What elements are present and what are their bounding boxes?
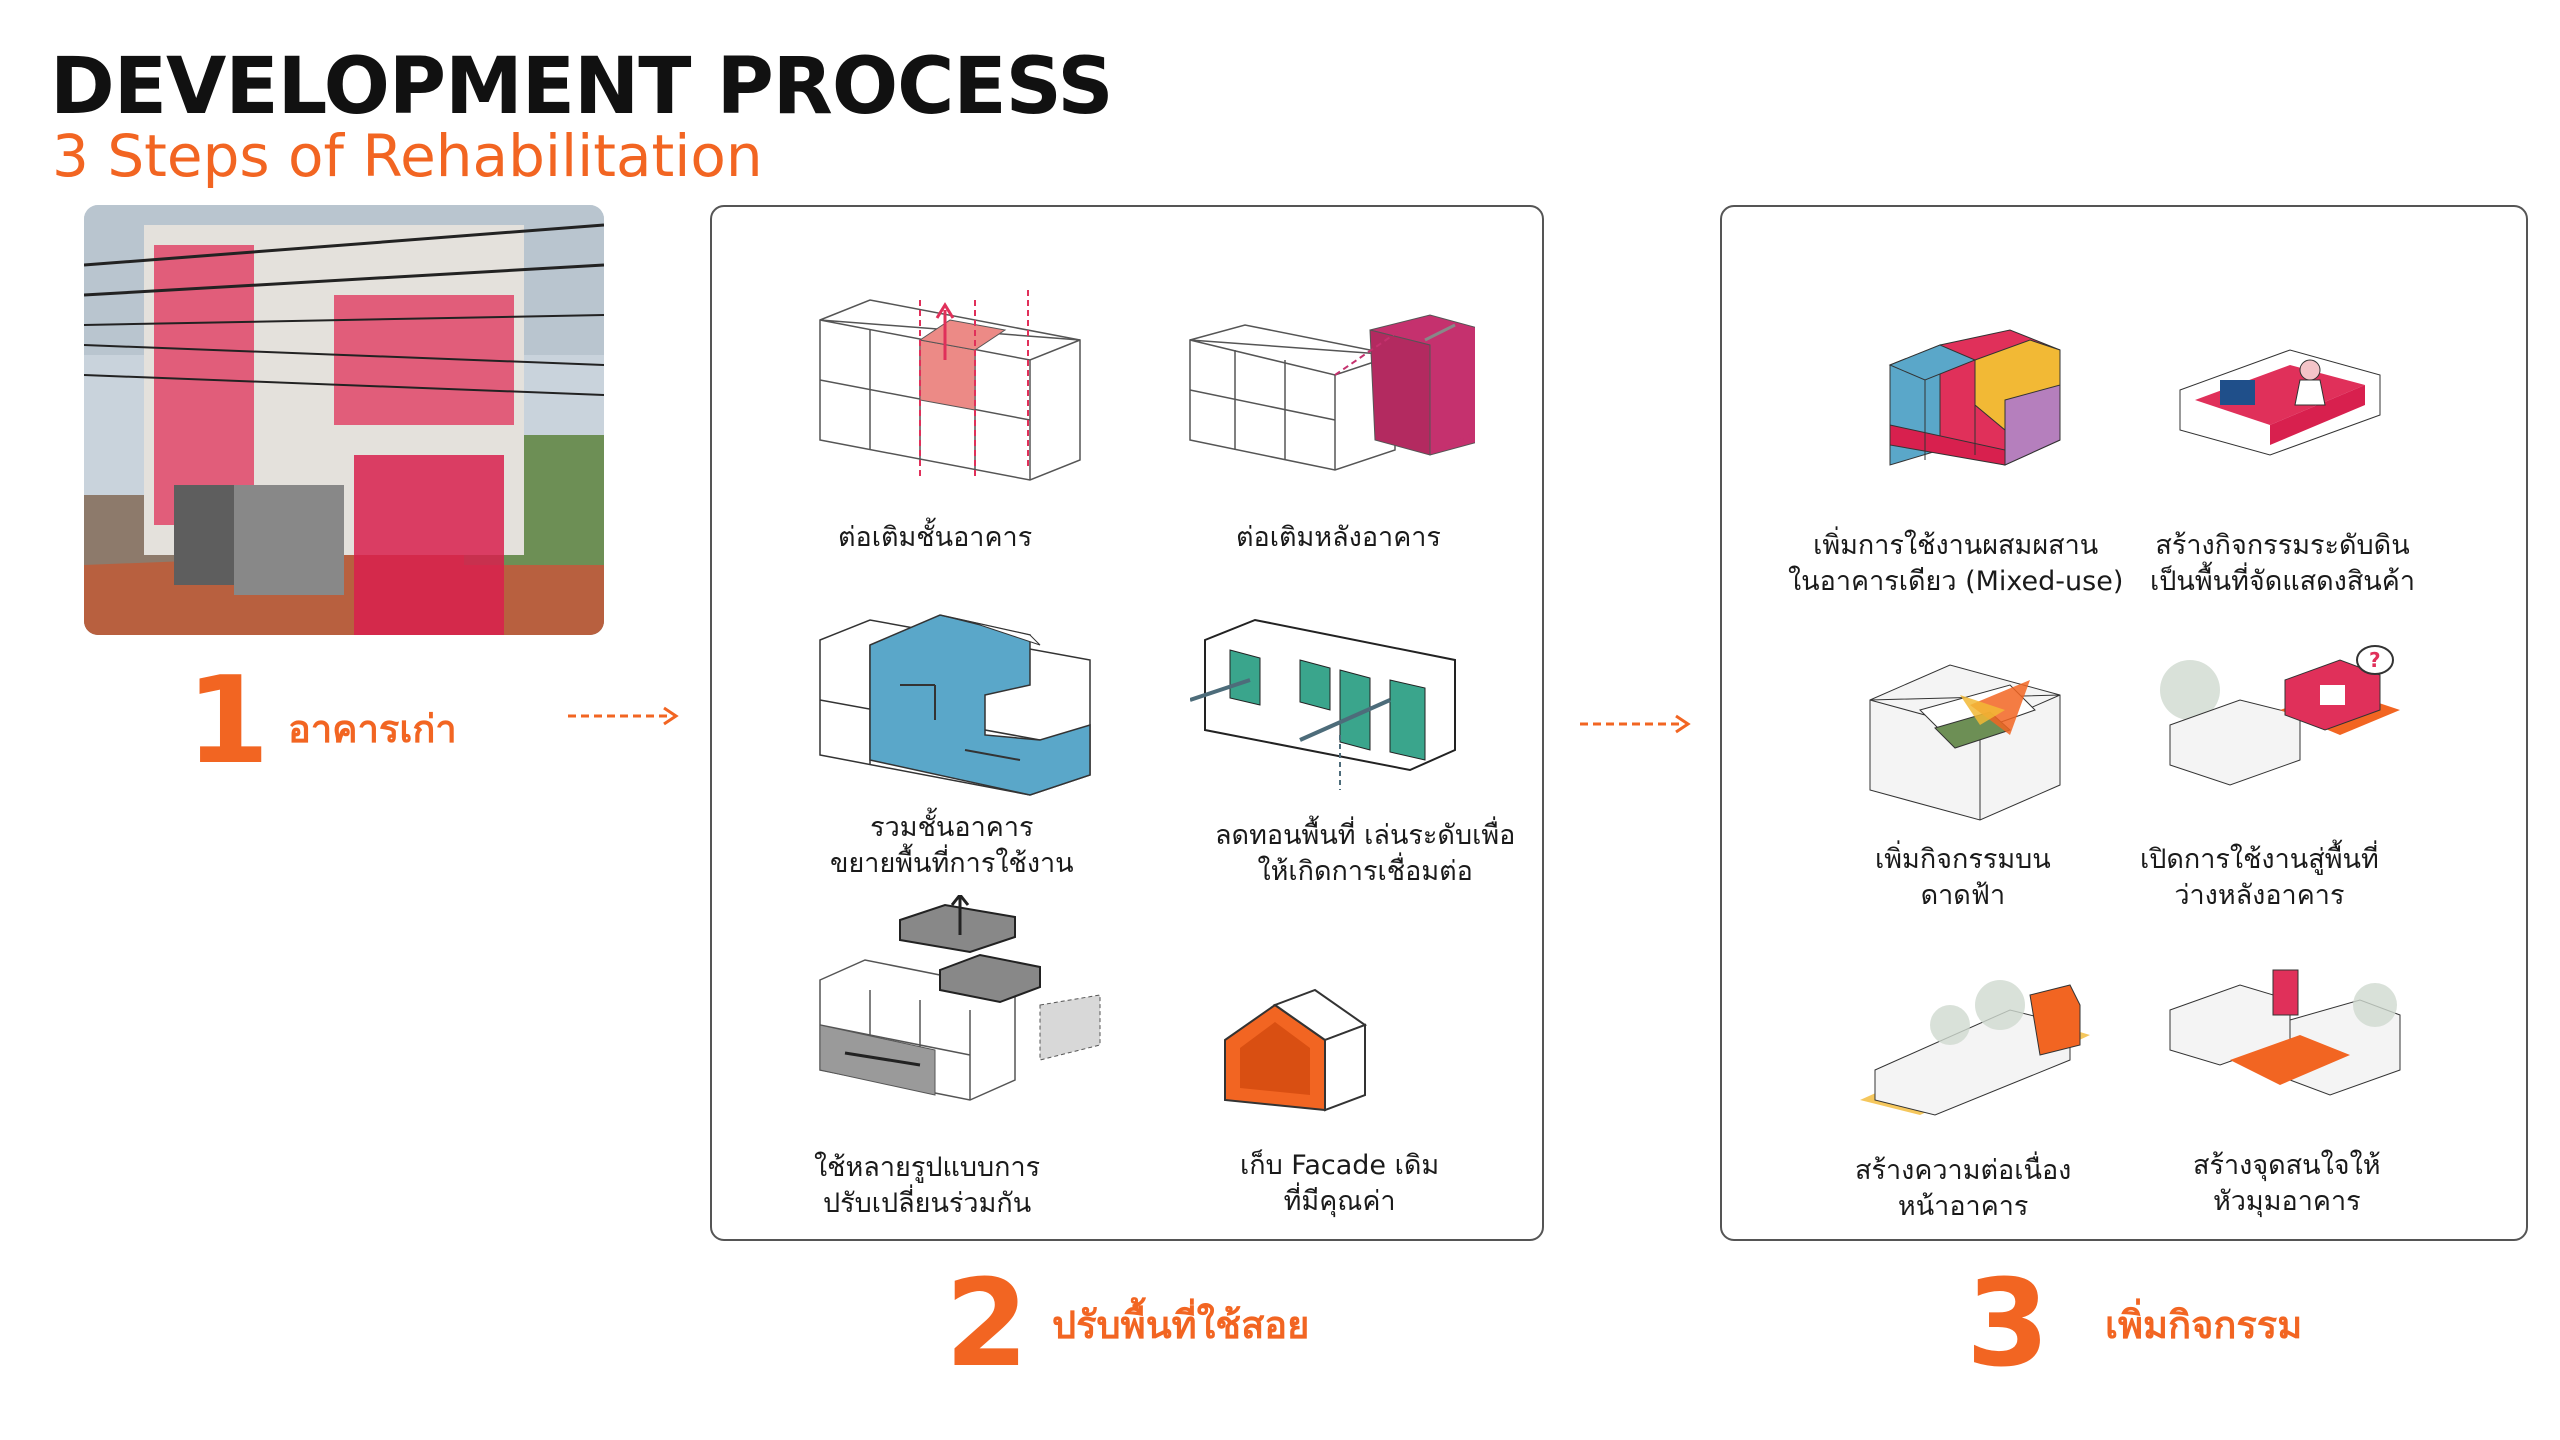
caption-mixed-use: เพิ่มการใช้งานผสมผสานในอาคารเดียว (Mixed…: [1788, 530, 2124, 597]
extend-floor-icon: [819, 290, 1081, 481]
caption-rear-extension: ต่อเติมหลังอาคาร: [1236, 522, 1441, 553]
caption-reduce-area: ลดทอนพื้นที่ เล่นระดับเพื่อให้เกิดการเชื…: [1215, 820, 1516, 887]
caption-merge-floors: รวมชั้นอาคารขยายพื้นที่การใช้งาน: [830, 812, 1074, 879]
page-subtitle: 3 Steps of Rehabilitation: [52, 122, 763, 190]
step-1-number: 1: [186, 652, 270, 791]
rooftop-activity-icon: [1869, 664, 2061, 821]
reduce-area-icon: [1190, 618, 1456, 790]
step-2-number: 2: [945, 1255, 1029, 1394]
step-3-number: 3: [1966, 1255, 2050, 1394]
mixed-use-icon: [1888, 329, 2061, 466]
caption-front-continuity: สร้างความต่อเนื่องหน้าอาคาร: [1855, 1155, 2072, 1222]
step-1-label: อาคารเก่า: [288, 707, 457, 751]
page-title: DEVELOPMENT PROCESS: [50, 42, 1114, 132]
corner-focal-icon: [2169, 969, 2401, 1096]
step-3-label: เพิ่มกิจกรรม: [2105, 1303, 2303, 1347]
caption-keep-facade: เก็บ Facade เดิมที่มีคุณค่า: [1240, 1150, 1440, 1217]
keep-facade-icon: [1224, 988, 1368, 1112]
combined-modification-icon: [819, 895, 1101, 1101]
old-building-photo: [84, 205, 604, 635]
rear-space-icon: ?: [2160, 645, 2400, 786]
ground-activity-icon: [2179, 349, 2381, 456]
caption-rear-space: เปิดการใช้งานสู่พื้นที่ว่างหลังอาคาร: [2140, 844, 2379, 911]
merge-floors-icon: [819, 614, 1091, 796]
step-2-label: ปรับพื้นที่ใช้สอย: [1052, 1303, 1310, 1347]
caption-combined-modification: ใช้หลายรูปแบบการปรับเปลี่ยนร่วมกัน: [814, 1152, 1041, 1219]
question-mark-icon: ?: [2369, 648, 2381, 672]
arrow-right-icon: [1580, 714, 1691, 734]
caption-corner-focal: สร้างจุดสนใจให้หัวมุมอาคาร: [2193, 1150, 2381, 1217]
rear-extension-icon: [1189, 314, 1475, 471]
caption-extend-floor: ต่อเติมชั้นอาคาร: [838, 522, 1033, 553]
front-continuity-icon: [1860, 980, 2090, 1116]
caption-rooftop: เพิ่มกิจกรรมบนดาดฟ้า: [1875, 844, 2051, 911]
arrow-right-icon: [568, 706, 679, 726]
caption-ground-activity: สร้างกิจกรรมระดับดินเป็นพื้นที่จัดแสดงสิ…: [2150, 530, 2415, 597]
